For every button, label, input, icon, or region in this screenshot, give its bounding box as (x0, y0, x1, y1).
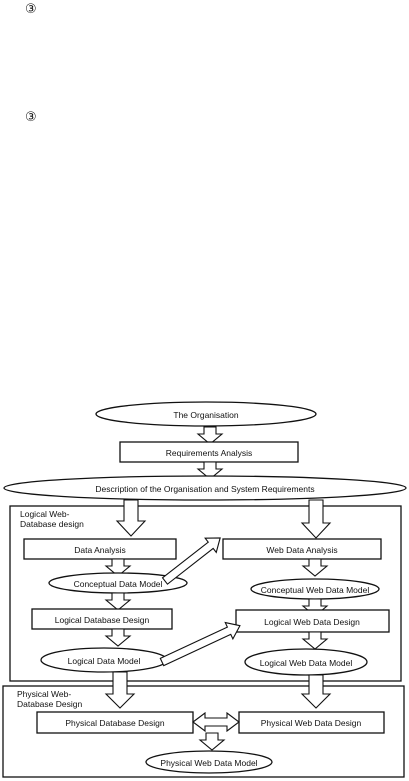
physical-section-label-line2: Database Design (17, 699, 82, 709)
logical-design-section-box (9, 505, 402, 682)
flow-arrow (300, 499, 332, 539)
physical-section-label-line1: Physical Web- (17, 689, 71, 699)
logical-database-design-label: Logical Database Design (55, 615, 150, 625)
conceptual-data-model-label: Conceptual Data Model (74, 579, 163, 589)
flow-arrow (115, 499, 147, 537)
logical-database-design-box (31, 608, 173, 630)
conceptual-web-data-model-label: Conceptual Web Data Model (261, 585, 370, 595)
description-ellipse (3, 475, 407, 501)
physical-web-data-model-ellipse (145, 750, 273, 774)
flow-arrow (104, 671, 136, 709)
data-analysis-label: Data Analysis (74, 545, 126, 555)
web-data-analysis-box (222, 538, 382, 560)
logical-section-label-line2: Database design (20, 519, 84, 529)
physical-design-section-box (2, 685, 405, 778)
logical-web-data-model-ellipse (244, 648, 368, 676)
logical-web-data-model-label: Logical Web Data Model (260, 658, 353, 668)
flow-arrow (302, 558, 328, 577)
description-label: Description of the Organisation and Syst… (95, 484, 314, 494)
flow-arrow (300, 674, 332, 709)
diagonal-flow-arrow (161, 537, 221, 585)
circled-number-marker-1: ③ (25, 2, 37, 17)
diagonal-flow-arrow (159, 621, 241, 667)
flow-arrow (105, 628, 131, 647)
logical-web-data-design-label: Logical Web Data Design (264, 617, 360, 627)
circled-number-marker-2: ③ (25, 110, 37, 125)
flow-arrow (199, 732, 225, 751)
requirements-analysis-label: Requirements Analysis (166, 448, 252, 458)
flow-arrow (105, 592, 131, 611)
organisation-ellipse (95, 401, 317, 427)
web-data-analysis-label: Web Data Analysis (266, 545, 337, 555)
bidirectional-arrow (192, 711, 240, 733)
flow-arrow (302, 631, 328, 650)
data-analysis-box (23, 538, 177, 560)
physical-web-data-design-label: Physical Web Data Design (261, 718, 362, 728)
logical-data-model-label: Logical Data Model (68, 656, 141, 666)
organisation-label: The Organisation (173, 410, 238, 420)
physical-web-data-model-label: Physical Web Data Model (160, 758, 257, 768)
physical-database-design-label: Physical Database Design (65, 718, 164, 728)
logical-section-label-line1: Logical Web- (20, 509, 70, 519)
